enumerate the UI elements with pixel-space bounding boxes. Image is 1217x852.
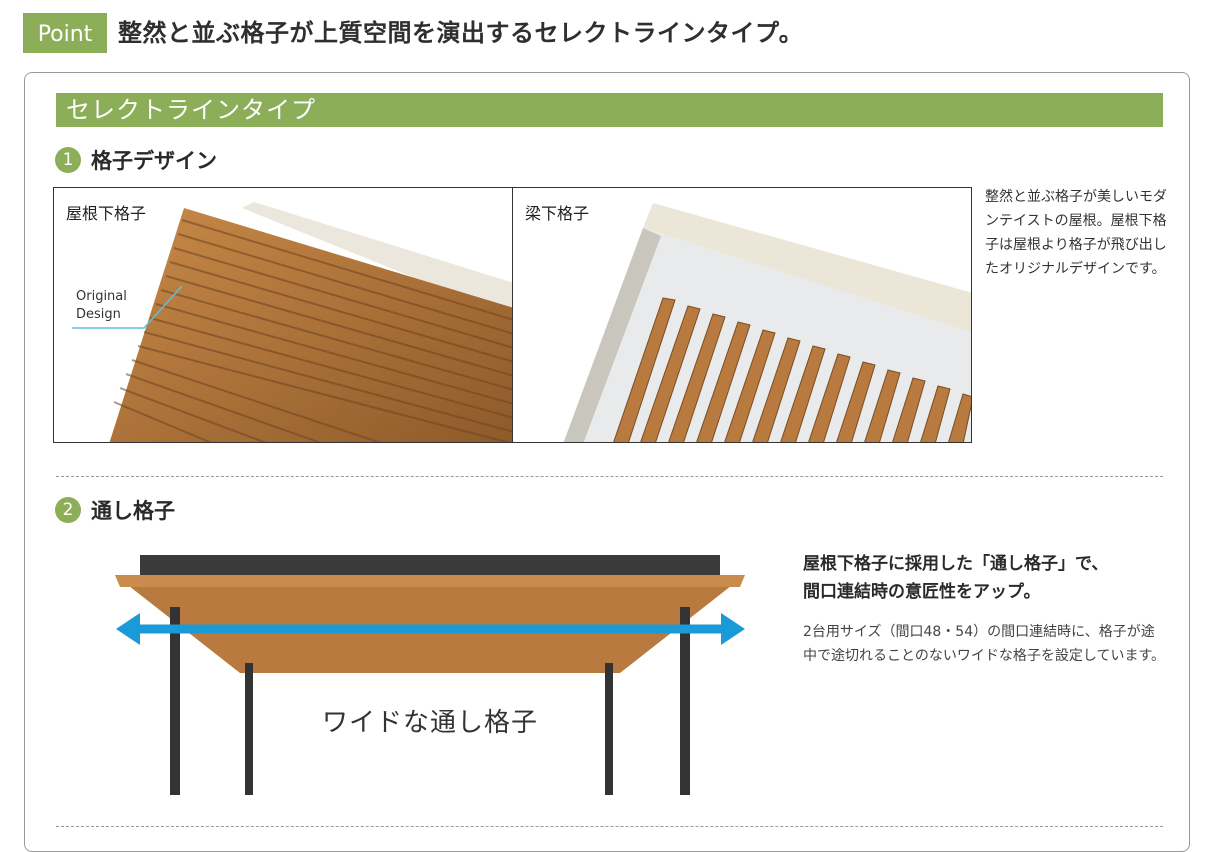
- through-lattice-diagram: [100, 545, 760, 799]
- diagram-label-wide-lattice: ワイドな通し格子: [322, 708, 539, 738]
- callout-original: Original: [76, 289, 127, 304]
- section1-title: 格子デザイン: [91, 149, 217, 173]
- section2-lead: 屋根下格子に採用した「通し格子」で、 間口連結時の意匠性をアップ。: [803, 550, 1108, 606]
- type-title-bar: セレクトラインタイプ: [56, 93, 1163, 127]
- section-divider: [56, 476, 1163, 477]
- callout-design: Design: [76, 307, 121, 322]
- photo-under-beam-lattice: 梁下格子: [512, 187, 972, 443]
- section2-lead-line2: 間口連結時の意匠性をアップ。: [803, 582, 1041, 602]
- section-divider-bottom: [56, 826, 1163, 827]
- section2-lead-line1: 屋根下格子に採用した「通し格子」で、: [803, 554, 1109, 574]
- photo-label-under-roof: 屋根下格子: [66, 204, 147, 223]
- section1-heading: 1 格子デザイン: [55, 145, 217, 175]
- under-roof-lattice-illustration: Original Design: [72, 202, 512, 442]
- under-beam-lattice-illustration: [563, 203, 971, 442]
- section1-description: 整然と並ぶ格子が美しいモダンテイストの屋根。屋根下格子は屋根より格子が飛び出した…: [985, 189, 1167, 277]
- section1-number-badge: 1: [55, 147, 81, 173]
- point-badge: Point: [23, 13, 107, 53]
- section2-number-badge: 2: [55, 497, 81, 523]
- section2-title: 通し格子: [91, 499, 175, 523]
- photo-under-roof-lattice: Original Design 屋根下格子: [53, 187, 513, 443]
- section2-heading: 2 通し格子: [55, 495, 175, 525]
- carport-front-illustration: [115, 555, 745, 795]
- section2-description: 2台用サイズ（間口48・54）の間口連結時に、格子が途中で途切れることのないワイ…: [803, 624, 1166, 664]
- photo-label-under-beam: 梁下格子: [525, 204, 590, 223]
- page-headline: 整然と並ぶ格子が上質空間を演出するセレクトラインタイプ。: [118, 19, 804, 47]
